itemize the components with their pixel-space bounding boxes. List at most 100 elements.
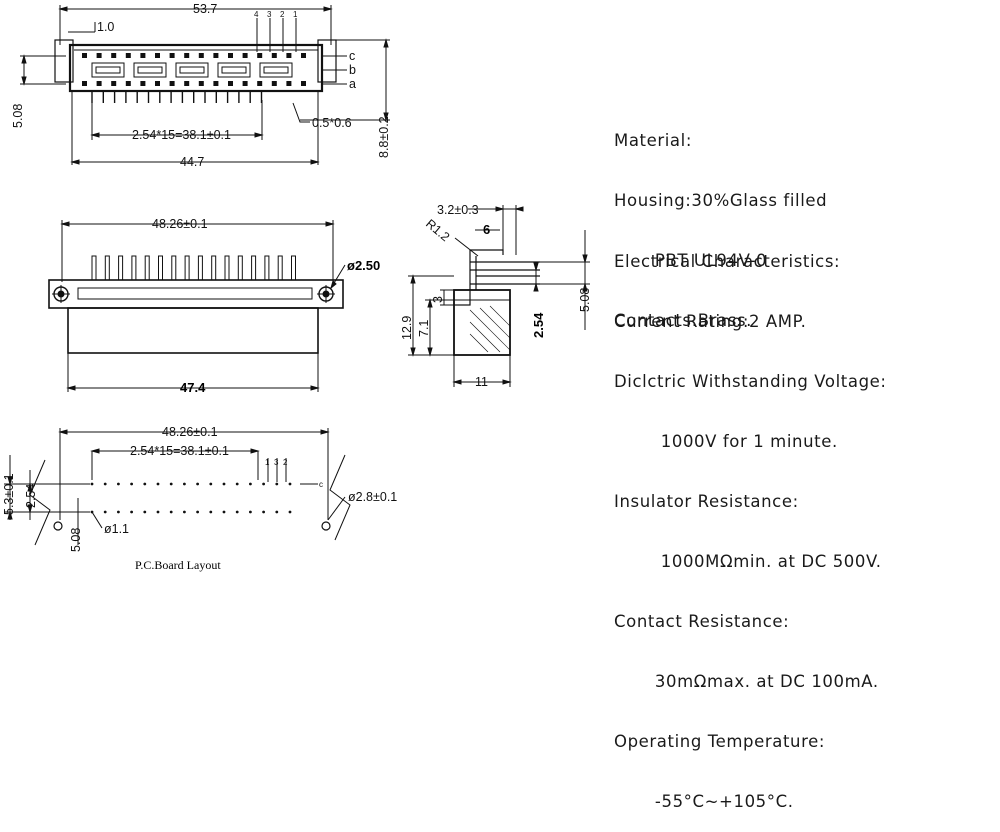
contact-row-a — [213, 81, 219, 86]
pcb-hole-row1 — [222, 482, 226, 486]
dim-height-small: 3 — [431, 296, 445, 303]
pcb-hole-row2 — [209, 510, 213, 514]
contact-row-a — [257, 81, 263, 86]
contact-row-a — [271, 81, 277, 86]
top-view: 53.7 1.0 4 3 2 1 c b a — [11, 2, 391, 169]
dim-pcb-left-small: 5.08 — [69, 528, 83, 552]
contact-row-b-group — [217, 62, 251, 78]
pcb-hole-row1 — [156, 482, 160, 486]
dim-height-mid: 7.1 — [417, 320, 431, 337]
material-block: Material: Housing:30%Glass filled PBT UL… — [614, 91, 827, 351]
pin — [158, 255, 163, 281]
dim-pin-span: 2.54*15=38.1±0.1 — [132, 128, 231, 142]
pcb-hole-row2 — [235, 510, 239, 514]
pcb-hole-row1 — [143, 482, 147, 486]
pcb-hole-row1 — [262, 482, 265, 486]
pin — [184, 255, 190, 281]
pcb-hole-row2 — [183, 510, 186, 514]
dim-pcb-left-pitch: 2.54 — [24, 484, 38, 508]
pcb-hole-row1 — [90, 482, 94, 486]
electrical-line: Electrical Characteristics: — [614, 252, 841, 271]
pcb-hole-row2 — [130, 510, 134, 514]
material-line: Housing:30%Glass filled — [614, 191, 828, 210]
pin — [251, 255, 257, 281]
dim-bottom-width: 11 — [475, 375, 488, 389]
electrical-line: Insulator Resistance: — [614, 492, 799, 511]
contact-row-a — [125, 81, 131, 86]
dim-width: 44.7 — [180, 155, 204, 169]
dim-height-left: 5.08 — [11, 104, 25, 128]
contact-row-c — [286, 53, 292, 58]
pcb-hole-row2 — [143, 510, 147, 514]
material-line: PBT UL94V-0 — [614, 251, 768, 270]
pcb-pin-number-2: 2 — [283, 458, 288, 467]
contact-row-c — [125, 53, 131, 58]
pcb-hole-row1 — [249, 482, 252, 486]
contact-row-b-group — [133, 62, 167, 78]
pcb-hole-row1 — [169, 482, 173, 486]
contact-row-c — [228, 53, 233, 58]
dim-pcb-left-total: 5.3±0.1 — [2, 473, 16, 515]
dim-overall: 53.7 — [193, 2, 217, 16]
contact-row-b-group — [175, 62, 209, 78]
pcb-hole-row2 — [156, 510, 160, 514]
pcb-hole-row2 — [117, 510, 120, 514]
dim-top-width: 3.2±0.3 — [437, 203, 479, 217]
pin-number-2: 2 — [280, 10, 285, 19]
pcb-layout: 48.26±0.1 2.54*15=38.1±0.1 1 3 2 c ø2.8±… — [2, 425, 397, 552]
dim-radius: R1.2 — [423, 217, 452, 245]
pin — [131, 255, 137, 281]
row-label-c: c — [349, 49, 355, 63]
technical-drawing: 53.7 1.0 4 3 2 1 c b a — [2, 2, 592, 552]
side-view: 3.2±0.3 R1.2 6 5.08 — [400, 203, 592, 389]
pcb-hole-row2 — [103, 510, 107, 514]
pin — [91, 255, 97, 281]
contact-row-a — [169, 81, 175, 86]
pcb-hole-row1 — [235, 482, 239, 486]
contact-row-a — [111, 81, 117, 86]
pcb-hole-row2 — [275, 510, 279, 514]
contact-row-a — [228, 81, 233, 86]
material-line: Material: — [614, 131, 692, 150]
electrical-line: Contact Resistance: — [614, 612, 790, 631]
pcb-hole-row1 — [183, 482, 186, 486]
front-view: 48.26±0.1 ø2.50 47.4 — [48, 217, 380, 395]
row-label-a: a — [349, 77, 356, 91]
pin — [171, 255, 177, 281]
dim-pitch: 2.54 — [531, 312, 546, 338]
dim-hole: ø2.50 — [347, 258, 380, 273]
contact-row-a — [242, 81, 248, 86]
pcb-hole-row1 — [117, 482, 120, 486]
pcb-hole-row1 — [130, 482, 134, 486]
electrical-line: Diclctric Withstanding Voltage: — [614, 372, 887, 391]
dim-front-width: 48.26±0.1 — [152, 217, 208, 231]
electrical-line: 1000V for 1 minute. — [614, 432, 838, 451]
pcb-pin-number-3: 3 — [274, 458, 279, 467]
contact-row-b-inner — [95, 66, 121, 74]
pin — [291, 255, 296, 281]
pin — [144, 255, 150, 281]
contact-row-a — [155, 81, 160, 86]
electrical-line: Operating Temperature: — [614, 732, 826, 751]
contact-row-b-inner — [263, 66, 289, 74]
pcb-hole-row1 — [196, 482, 200, 486]
electrical-line: Current Rating:2 AMP. — [614, 312, 807, 331]
pcb-hole-row2 — [249, 510, 252, 514]
pcb-hole-row2 — [196, 510, 200, 514]
contact-row-c — [271, 53, 277, 58]
pin — [277, 255, 283, 281]
dim-right-height: 5.08 — [578, 288, 592, 312]
pcb-hole-row2 — [222, 510, 226, 514]
dim-mount-hole: ø2.8±0.1 — [348, 490, 397, 504]
material-line: Contacts:Brass. — [614, 311, 753, 330]
pcb-hole-row2 — [288, 510, 292, 514]
contact-row-c — [301, 53, 306, 58]
electrical-line: -55°C~+105°C. — [614, 792, 794, 811]
contact-row-a — [286, 81, 292, 86]
contact-row-a — [184, 81, 190, 86]
dim-pcb-pin-span: 2.54*15=38.1±0.1 — [130, 444, 229, 458]
contact-row-c — [82, 53, 87, 58]
contact-row-c — [257, 53, 263, 58]
pcb-row-label: c — [319, 480, 323, 489]
pcb-pin-number-1: 1 — [265, 458, 270, 467]
